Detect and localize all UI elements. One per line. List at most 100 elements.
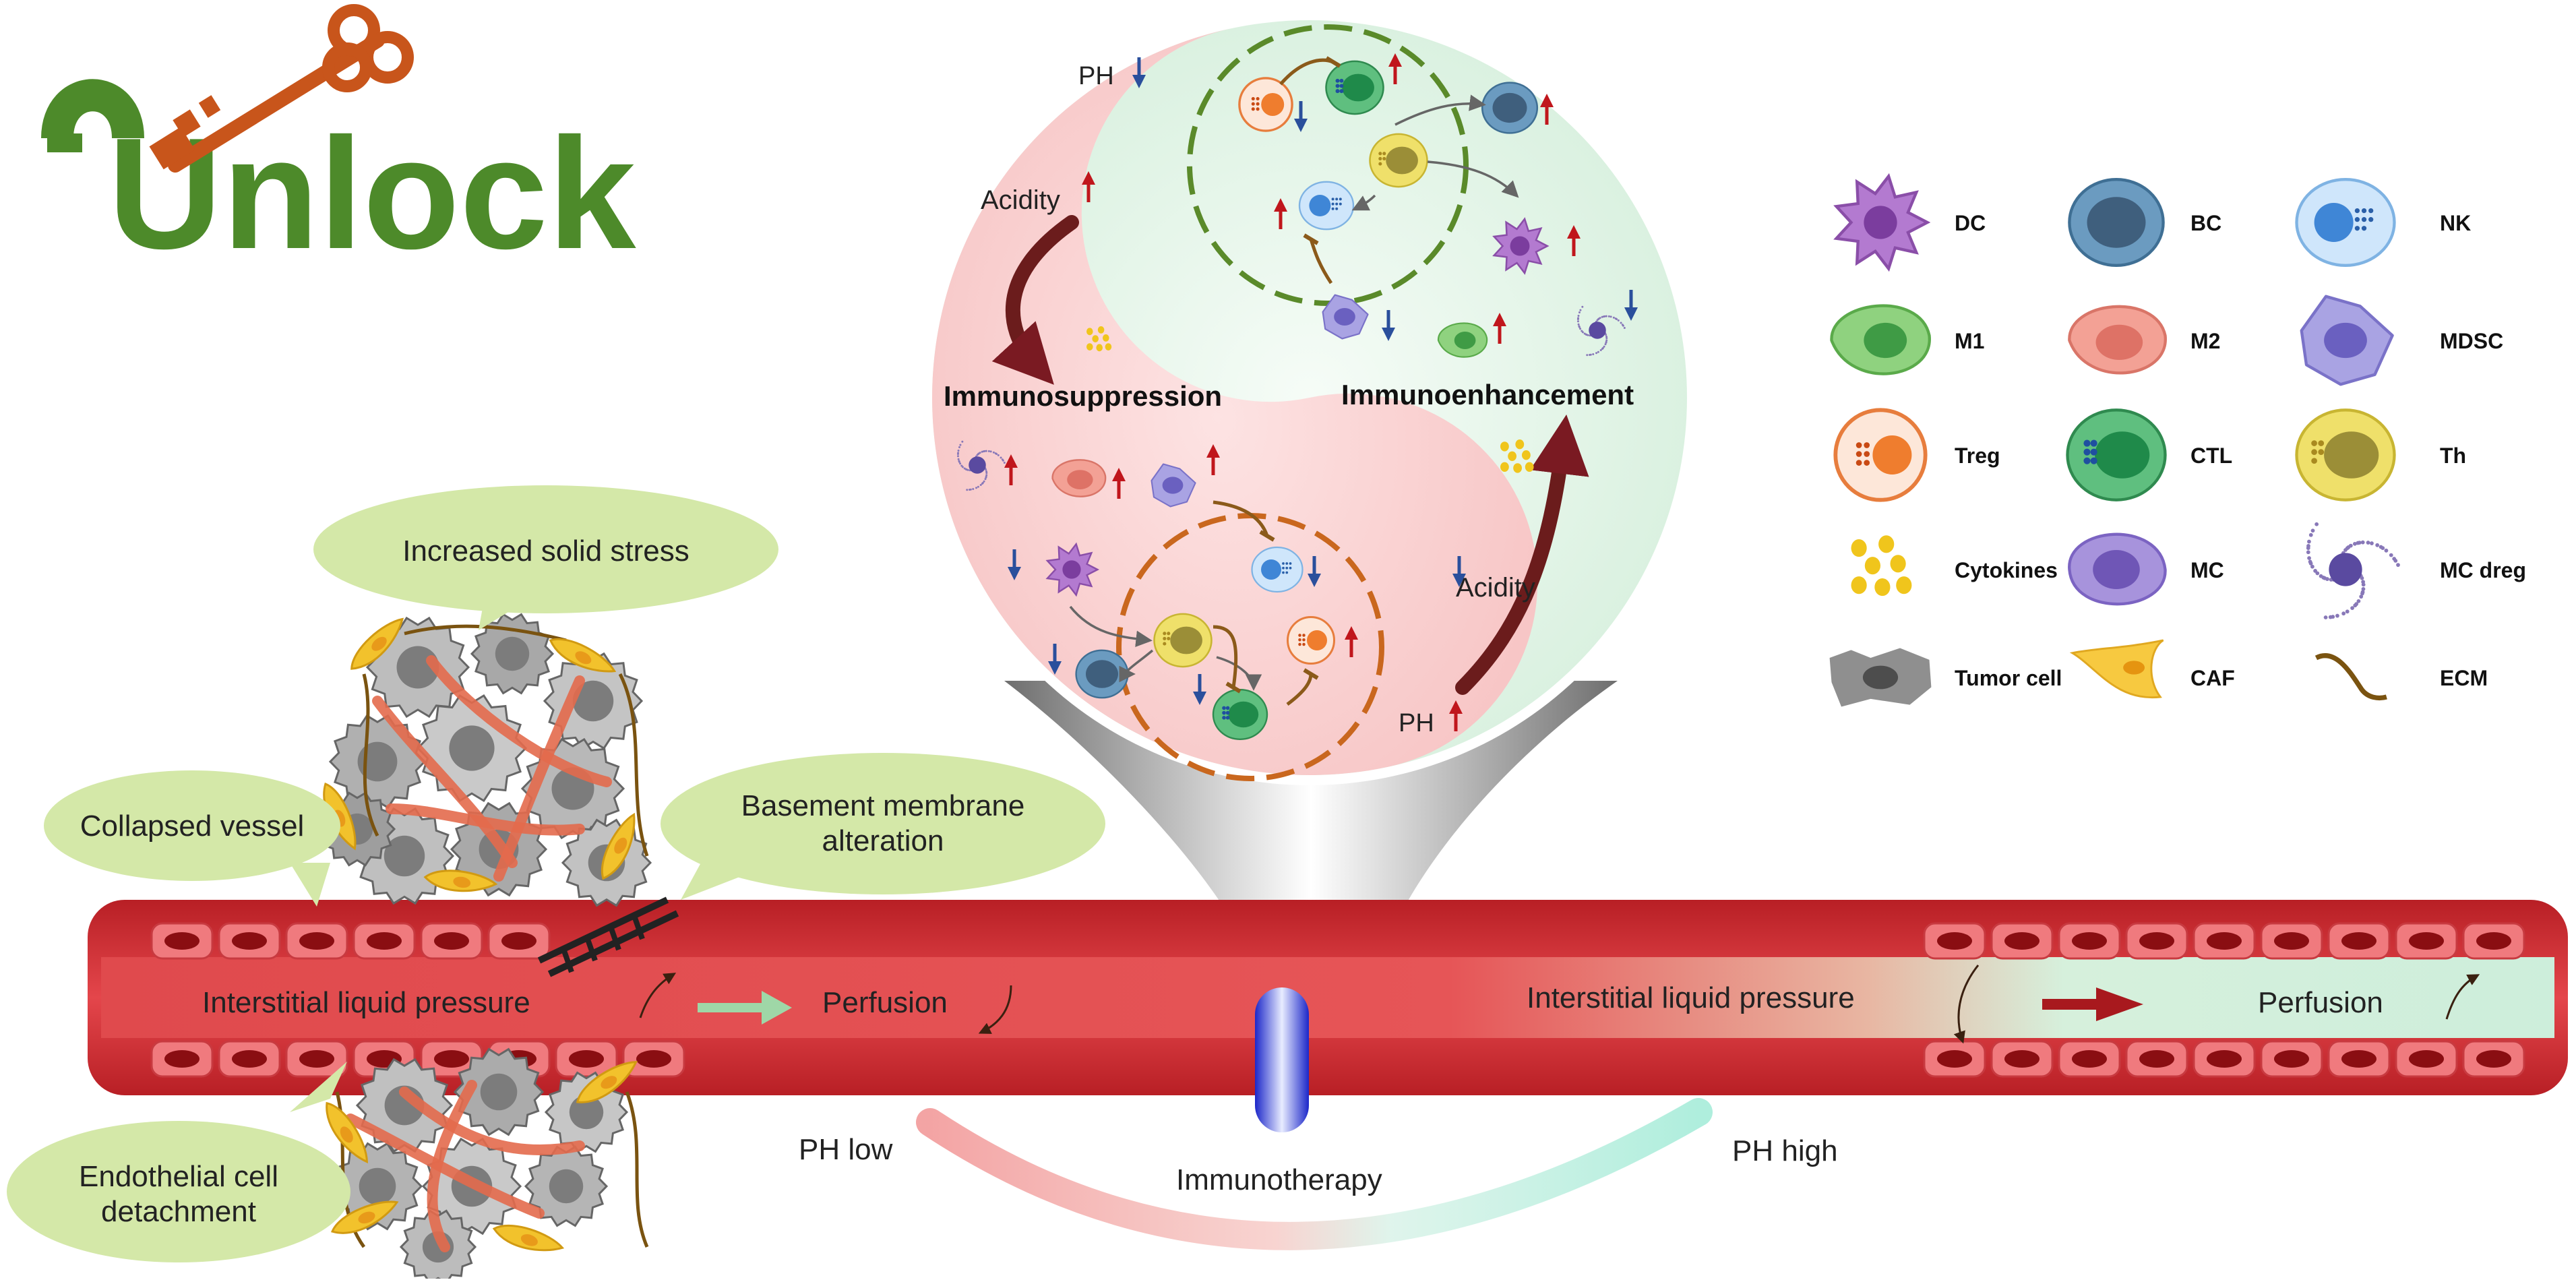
m1-cell-icon: [1437, 322, 1488, 358]
increase-arrow-icon: [1449, 700, 1463, 731]
curved-arrow-icon: [1953, 965, 1980, 1044]
increase-arrow-icon: [1540, 94, 1554, 125]
endothelial-cell: [420, 1040, 483, 1078]
m2-cell-icon: [1051, 459, 1107, 497]
th-cell-icon: [1153, 613, 1213, 668]
ecm-fiber: [404, 624, 567, 642]
acidity-arrow-right: [1455, 415, 1589, 695]
collapsed-vessel-text: Collapsed vessel: [80, 810, 305, 843]
tumor-cell: [332, 1142, 423, 1231]
lock-shackle: [41, 79, 144, 140]
ecm-fiber-icon: [2314, 653, 2387, 701]
tumor-cell: [524, 1145, 609, 1227]
increase-arrow-icon: [1112, 468, 1126, 499]
caf-icon: [2069, 639, 2164, 699]
endothelial-cell: [2192, 1040, 2256, 1078]
m1-macrophage-icon: [1830, 304, 1931, 375]
left-acidity-label: Acidity: [981, 185, 1060, 215]
tumor-cell: [453, 1047, 545, 1136]
legend-item: CTL: [2066, 408, 2232, 501]
caf-cell: [326, 1101, 368, 1163]
mast-cell-icon: [2068, 532, 2167, 606]
vessel-fiber: [426, 655, 612, 787]
basement-membrane-ladder: [537, 896, 679, 977]
logo-text: Unlock: [108, 104, 636, 282]
endothelial-cell: [218, 1040, 281, 1078]
cyto-cell-icon: [1086, 326, 1112, 352]
vessel-fiber: [386, 803, 585, 836]
endothelial-cell: [2327, 1040, 2391, 1078]
endothelial-row-bottom-right: [1923, 1040, 2525, 1078]
caf-cell: [330, 1200, 399, 1234]
endothelial-cell: [2260, 1040, 2323, 1078]
endothelial-cell: [2395, 1040, 2458, 1078]
legend-item: BC: [2068, 178, 2221, 267]
endothelial-cell: [285, 1040, 348, 1078]
b-cell-icon: [2068, 178, 2165, 267]
increase-arrow-icon: [1274, 198, 1287, 229]
treg-cell-icon: [1287, 616, 1335, 665]
endothelial-cell: [555, 1040, 618, 1078]
perfusion-arrow-left: [698, 991, 792, 1025]
endothelial-cell: [2327, 922, 2391, 960]
legend-label: Treg: [1955, 444, 2000, 468]
left-perfusion-label: Perfusion: [822, 986, 948, 1019]
unlock-logo: Unlock: [41, 4, 636, 282]
decrease-arrow-icon: [1132, 57, 1146, 88]
endothelial-cell: [420, 922, 483, 960]
legend-item: CAF: [2069, 639, 2235, 699]
legend-label: Tumor cell: [1955, 666, 2062, 690]
inhibition-line: [1286, 673, 1313, 706]
endothelial-cell: [1923, 922, 1986, 960]
dendritic-cell-icon: [1833, 173, 1931, 272]
interaction-arrow: [1216, 656, 1262, 691]
legend-label: Th: [2440, 444, 2466, 468]
legend-item: Cytokines: [1851, 535, 2058, 597]
nk-cell-icon: [2295, 178, 2396, 267]
caf-cell: [549, 638, 617, 673]
dc-cell-icon: [1492, 217, 1550, 275]
interaction-arrow: [1427, 160, 1519, 198]
endothelial-cell: [2058, 1040, 2121, 1078]
vessel-lumen: [101, 957, 2554, 1038]
endothelial-cell: [218, 922, 281, 960]
increase-arrow-icon: [1567, 225, 1581, 256]
tumor-cell: [328, 714, 427, 810]
legend-item: DC: [1833, 173, 1986, 272]
ctl-cell-icon: [1212, 689, 1268, 741]
immunotherapy-label: Immunotherapy: [1176, 1163, 1382, 1196]
legend-label: NK: [2440, 211, 2471, 235]
legend-label: M1: [1955, 329, 1984, 353]
tumor-cell: [543, 652, 644, 750]
caf-cell: [350, 617, 404, 670]
endothelial-cell: [150, 1040, 214, 1078]
curved-arrow-icon: [2445, 974, 2480, 1020]
basement-text-line2: alteration: [822, 824, 944, 857]
vessel-fiber: [399, 1087, 585, 1156]
legend-label: BC: [2190, 211, 2221, 235]
key-icon: [149, 4, 414, 173]
legend-label: M2: [2190, 329, 2220, 353]
therapy-arc: [916, 1098, 1713, 1250]
right-ilp-label: Interstitial liquid pressure: [1527, 981, 1855, 1014]
immunosuppression-title: Immunosuppression: [944, 380, 1222, 412]
legend-label: MC dreg: [2440, 558, 2526, 582]
endothelial-cell: [2125, 1040, 2188, 1078]
endothelial-row-top-right: [1923, 922, 2525, 960]
legend-item: MC dreg: [2306, 522, 2526, 619]
legend-label: ECM: [2440, 666, 2488, 690]
right-acidity-label: Acidity: [1456, 573, 1535, 603]
endothelial-cell: [2260, 922, 2323, 960]
legend-item: ECM: [2314, 653, 2488, 701]
legend-label: CAF: [2190, 666, 2235, 690]
treg-cell-icon: [1238, 77, 1293, 132]
endothelial-text-line1: Endothelial cell: [79, 1160, 278, 1193]
legend-label: MDSC: [2440, 329, 2503, 353]
endothelial-cell: [1990, 1040, 2054, 1078]
ph-low-label: PH low: [799, 1133, 893, 1166]
tumor-mass-bottom: [326, 1047, 649, 1282]
legend-item: NK: [2295, 178, 2471, 267]
interaction-arrow: [1069, 605, 1153, 648]
